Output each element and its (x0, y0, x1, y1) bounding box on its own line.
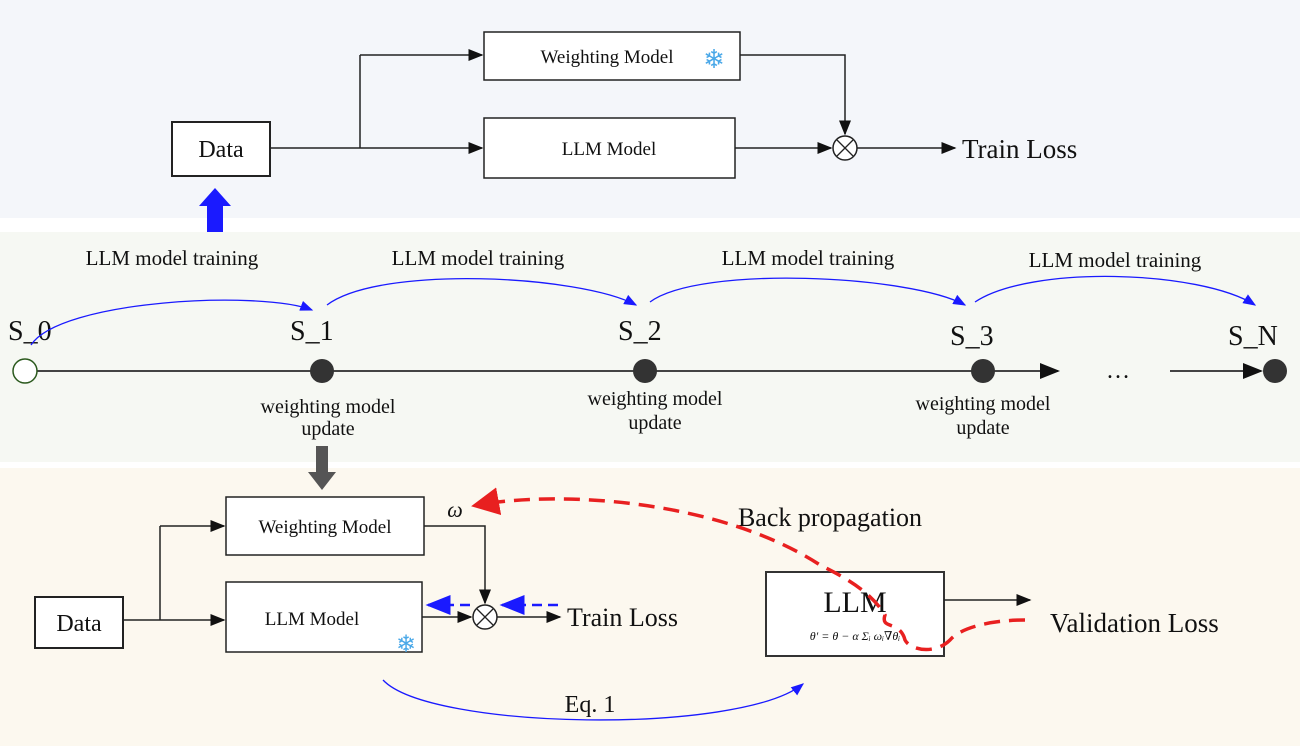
update-label: update (301, 418, 354, 440)
training-arc (974, 275, 1257, 306)
training-arc (649, 277, 967, 306)
bottom-panel (0, 468, 1300, 746)
state-label: S_2 (618, 316, 662, 347)
update-label: weighting model (916, 393, 1051, 415)
top-data-box (171, 121, 271, 177)
up-arrow-icon (199, 188, 231, 232)
bottom-llm-model-box (225, 581, 423, 653)
top-data-label: Data (198, 137, 244, 163)
state-node-s1 (310, 359, 334, 383)
snowflake-icon: ❄ (703, 45, 725, 74)
multiply-operator-icon (472, 604, 498, 630)
back-propagation-arrow (471, 487, 1026, 652)
training-arc (326, 277, 638, 306)
omega-label: ω (447, 497, 463, 522)
bottom-weighting-model-label: Weighting Model (258, 517, 391, 538)
training-label: LLM model training (722, 246, 895, 270)
update-label: update (628, 412, 681, 434)
state-label: S_3 (950, 321, 994, 352)
top-train-loss-label: Train Loss (962, 134, 1077, 164)
top-llm-model-label: LLM Model (562, 139, 656, 160)
eq-arc (382, 679, 805, 721)
timeline-ellipsis: … (1106, 358, 1130, 384)
bottom-flow: Data Weighting Model LLM Model ❄ ω Train… (34, 487, 1219, 721)
bottom-llm-model-label: LLM Model (265, 609, 359, 630)
top-weighting-model-box (483, 31, 741, 81)
validation-loss-label: Validation Loss (1050, 608, 1219, 638)
state-label: S_N (1228, 321, 1278, 352)
top-llm-model-box (483, 117, 736, 179)
update-label: weighting model (588, 388, 723, 410)
training-label: LLM model training (392, 246, 565, 270)
training-arc (30, 299, 314, 346)
down-arrow-icon (308, 446, 336, 490)
bottom-data-box (34, 596, 124, 649)
top-flow: Data Weighting Model ❄ LLM Model Train L… (171, 31, 1077, 179)
timeline: … S_0 S_1 S_2 S_3 S_N LLM model training… (8, 246, 1287, 440)
state-node-s3 (971, 359, 995, 383)
top-weighting-model-label: Weighting Model (540, 47, 673, 68)
state-node-sn (1263, 359, 1287, 383)
multiply-operator-icon (832, 135, 858, 161)
bottom-weighting-model-box (225, 496, 425, 556)
state-node-s2 (633, 359, 657, 383)
bottom-data-label: Data (56, 611, 102, 637)
training-label: LLM model training (86, 246, 259, 270)
training-label: LLM model training (1029, 248, 1202, 272)
update-label: update (956, 417, 1009, 439)
update-label: weighting model (261, 396, 396, 418)
back-propagation-label: Back propagation (738, 503, 922, 532)
state-node-s0 (12, 358, 38, 384)
timeline-panel (0, 232, 1300, 462)
update-formula: θ' = θ − α Σᵢ ωᵢ∇θᵢ (810, 629, 901, 643)
state-label: S_0 (8, 316, 52, 347)
bottom-train-loss-label: Train Loss (567, 603, 678, 632)
snowflake-icon: ❄ (396, 632, 416, 658)
eq-label: Eq. 1 (565, 692, 616, 718)
state-label: S_1 (290, 316, 334, 347)
